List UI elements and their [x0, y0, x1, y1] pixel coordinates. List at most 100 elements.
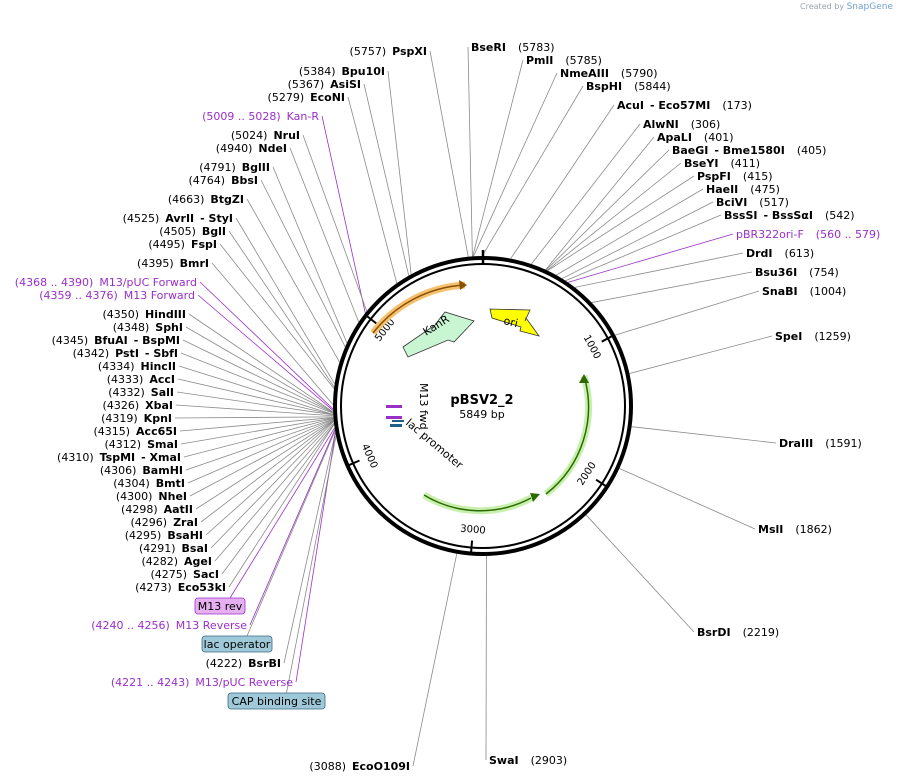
- feature-green-right[interactable]: [543, 374, 592, 497]
- enzyme-site-pspfi[interactable]: PspFI(415): [697, 170, 773, 183]
- enzyme-site-m13-reverse[interactable]: (4240 .. 4256)M13 Reverse: [91, 619, 247, 632]
- enzyme-site-saci[interactable]: (4275)SacI: [150, 568, 219, 581]
- feature-kanr[interactable]: KanR: [402, 311, 475, 358]
- leader-line: [211, 262, 334, 405]
- feature-green-bottom[interactable]: [422, 491, 540, 515]
- enzyme-site-bmti[interactable]: (4304)BmtI: [113, 477, 185, 490]
- enzyme-site-tspmi[interactable]: (4310)TspMI- XmaI: [57, 451, 181, 464]
- enzyme-name: M13 Reverse: [176, 619, 247, 632]
- enzyme-name: ZraI: [173, 516, 198, 529]
- enzyme-site-acci[interactable]: (4333)AccI: [107, 373, 175, 386]
- enzyme-site-btgzi[interactable]: (4663)BtgZI: [168, 193, 244, 206]
- enzyme-site-econi[interactable]: (5279)EcoNI: [268, 91, 345, 104]
- enzyme-site-alwni[interactable]: AlwNI(306): [643, 118, 720, 131]
- enzyme-site-bsrdi[interactable]: BsrDI(2219): [697, 626, 779, 639]
- enzyme-site-nrui[interactable]: (5024)NruI: [231, 129, 300, 142]
- enzyme-site-bseyi[interactable]: BseYI(411): [684, 157, 760, 170]
- enzyme-name: BseRI: [471, 41, 506, 54]
- enzyme-site-psti[interactable]: (4342)PstI- SbfI: [73, 347, 178, 360]
- enzyme-site-sali[interactable]: (4332)SalI: [108, 386, 174, 399]
- enzyme-site-pmli[interactable]: PmlI(5785): [526, 54, 602, 67]
- enzyme-site-hindiii[interactable]: (4350)HindIII: [102, 308, 186, 321]
- enzyme-extra: - StyI: [200, 212, 233, 225]
- enzyme-site-drdi[interactable]: DrdI(613): [746, 247, 814, 260]
- enzyme-site-msli[interactable]: MslI(1862): [758, 523, 832, 536]
- enzyme-site-bsahi[interactable]: (4295)BsaHI: [125, 529, 203, 542]
- enzyme-site-bseri[interactable]: BseRI(5783): [471, 41, 555, 54]
- enzyme-name: KpnI: [144, 412, 172, 425]
- enzyme-site-nhei[interactable]: (4300)NheI: [116, 490, 187, 503]
- enzyme-site-draiii[interactable]: DraIII(1591): [779, 437, 862, 450]
- enzyme-name: SmaI: [147, 438, 178, 451]
- leader-line: [272, 166, 348, 344]
- enzyme-position: (4222): [206, 657, 243, 670]
- enzyme-name: NdeI: [258, 142, 287, 155]
- boxed-label-lac-operator[interactable]: lac operator: [201, 635, 273, 653]
- enzyme-labels-right: BseRI(5783)PmlI(5785)NmeAIII(5790)BspHI(…: [471, 41, 880, 767]
- enzyme-name: PspFI: [697, 170, 731, 183]
- enzyme-site-agei[interactable]: (4282)AgeI: [141, 555, 212, 568]
- leader-line: [481, 85, 584, 257]
- enzyme-site-smai[interactable]: (4312)SmaI: [105, 438, 178, 451]
- leader-line: [235, 217, 335, 385]
- label-box: [194, 597, 246, 615]
- enzyme-site-m13-puc-reverse[interactable]: (4221 .. 4243)M13/pUC Reverse: [111, 676, 293, 689]
- enzyme-site-bpu10i[interactable]: (5384)Bpu10I: [299, 65, 385, 78]
- enzyme-name: BamHI: [142, 464, 183, 477]
- enzyme-site-hincii[interactable]: (4334)HincII: [98, 360, 176, 373]
- enzyme-site-bcivi[interactable]: BciVI(517): [716, 196, 789, 209]
- enzyme-site-aatii[interactable]: (4298)AatII: [121, 503, 193, 516]
- enzyme-site-pspxi[interactable]: (5757)PspXI: [350, 45, 427, 58]
- enzyme-site-haeii[interactable]: HaeII(475): [706, 183, 780, 196]
- boxed-label-m13-rev[interactable]: M13 rev: [194, 597, 246, 615]
- snapgene-credit: Created by SnapGene: [800, 2, 893, 12]
- enzyme-name: AlwNI: [643, 118, 679, 131]
- enzyme-site-avrii[interactable]: (4525)AvrII- StyI: [123, 212, 233, 225]
- enzyme-site-swai[interactable]: SwaI(2903): [489, 754, 567, 767]
- enzyme-position: (4291): [139, 542, 176, 555]
- enzyme-site-baegi[interactable]: BaeGI- Bme1580I(405): [672, 144, 826, 157]
- enzyme-site-bsrbi[interactable]: (4222)BsrBI: [206, 657, 281, 670]
- enzyme-site-bglii[interactable]: (4791)BglII: [199, 161, 270, 174]
- enzyme-site-m13-forward[interactable]: (4359 .. 4376)M13 Forward: [39, 289, 195, 302]
- enzyme-site-bsssi[interactable]: BssSI- BssSαI(542): [724, 209, 855, 222]
- enzyme-site-bfuai[interactable]: (4345)BfuAI- BspMI: [52, 334, 180, 347]
- enzyme-position: (1004): [810, 285, 847, 298]
- enzyme-site-snabi[interactable]: SnaBI(1004): [762, 285, 846, 298]
- enzyme-site-asisi[interactable]: (5367)AsiSI: [288, 78, 361, 91]
- enzyme-site-pbr322ori-f[interactable]: pBR322ori-F(560 .. 579): [736, 228, 880, 241]
- enzyme-site-bgli[interactable]: (4505)BglI: [159, 225, 226, 238]
- leader-line: [180, 417, 334, 445]
- enzyme-site-sphi[interactable]: (4348)SphI: [113, 321, 183, 334]
- enzyme-site-ndei[interactable]: (4940)NdeI: [216, 142, 287, 155]
- enzyme-site-eco53ki[interactable]: (4273)Eco53kI: [135, 581, 226, 594]
- enzyme-site-kan-r[interactable]: (5009 .. 5028)Kan-R: [202, 110, 319, 123]
- enzyme-site-bsai[interactable]: (4291)BsaI: [139, 542, 208, 555]
- enzyme-name: BsrDI: [697, 626, 731, 639]
- leader-line: [188, 313, 334, 413]
- enzyme-site-zrai[interactable]: (4296)ZraI: [131, 516, 199, 529]
- feature-ori[interactable]: ori: [489, 308, 540, 337]
- enzyme-site-nmeaiii[interactable]: NmeAIII(5790): [560, 67, 658, 80]
- enzyme-site-ecoo109i[interactable]: (3088)EcoO109I: [309, 760, 410, 773]
- enzyme-site-kpni[interactable]: (4319)KpnI: [101, 412, 172, 425]
- tick-label: 1000: [581, 333, 603, 361]
- enzyme-site-acui[interactable]: AcuI- Eco57MI(173): [617, 99, 752, 112]
- boxed-label-cap-binding-site[interactable]: CAP binding site: [227, 692, 326, 710]
- enzyme-position: (1259): [814, 330, 851, 343]
- enzyme-site-bsphi[interactable]: BspHI(5844): [586, 80, 671, 93]
- enzyme-name: BfuAI: [94, 334, 128, 347]
- enzyme-site-bamhi[interactable]: (4306)BamHI: [100, 464, 183, 477]
- leader-line: [180, 352, 334, 414]
- enzyme-site-xbai[interactable]: (4326)XbaI: [103, 399, 173, 412]
- enzyme-site-acc65i[interactable]: (4315)Acc65I: [93, 425, 177, 438]
- enzyme-site-bbsi[interactable]: (4764)BbsI: [189, 174, 258, 187]
- enzyme-site-m13-puc-forward[interactable]: (4368 .. 4390)M13/pUC Forward: [15, 276, 197, 289]
- enzyme-site-spei[interactable]: SpeI(1259): [775, 330, 851, 343]
- enzyme-site-bmri[interactable]: (4395)BmrI: [137, 257, 209, 270]
- enzyme-site-bsu36i[interactable]: Bsu36I(754): [755, 266, 839, 279]
- enzyme-site-fspi[interactable]: (4495)FspI: [148, 238, 217, 251]
- enzyme-position: (517): [759, 196, 789, 209]
- enzyme-site-apali[interactable]: ApaLI(401): [657, 131, 734, 144]
